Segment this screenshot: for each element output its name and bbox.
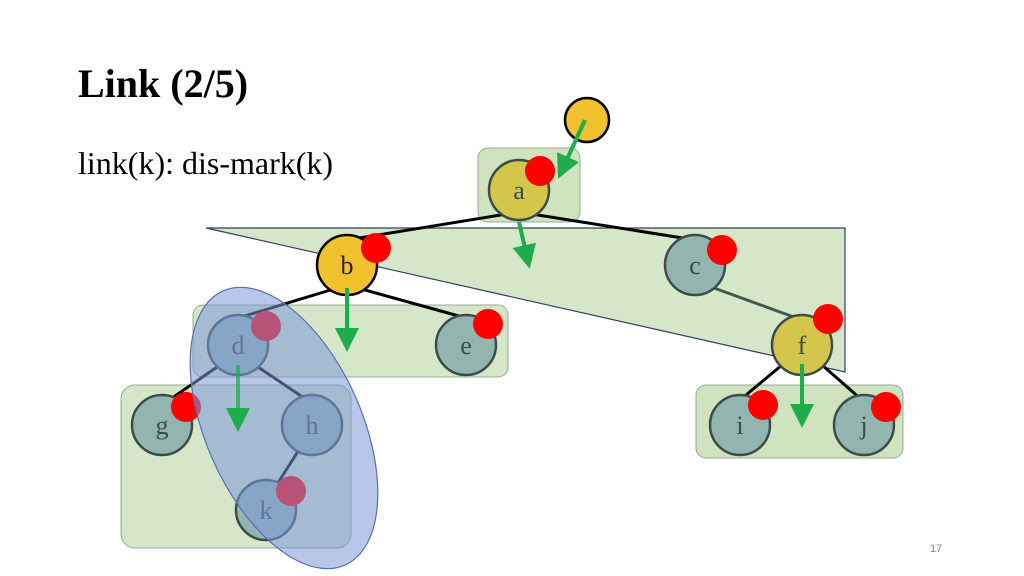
mark-c — [707, 235, 737, 265]
path-highlight-ellipse — [189, 286, 379, 570]
mark-e — [473, 309, 503, 339]
mark-f — [813, 304, 843, 334]
node-g-label: g — [156, 411, 169, 440]
edge-b-e — [346, 283, 467, 320]
node-c-label: c — [689, 251, 701, 280]
slide-subtitle: link(k): dis-mark(k) — [78, 145, 334, 181]
edge-a-c — [518, 210, 696, 242]
node-j-label: j — [859, 411, 867, 440]
edge-f-i — [739, 363, 783, 402]
edge-f-j — [821, 363, 863, 402]
node-i-label: i — [736, 411, 743, 440]
arrow-a-down — [512, 221, 537, 269]
slide-title: Link (2/5) — [78, 61, 249, 106]
mark-a — [525, 156, 555, 186]
node-parent-k — [563, 96, 611, 144]
mark-j — [871, 392, 901, 422]
node-a-label: a — [513, 176, 525, 205]
mark-i — [748, 390, 778, 420]
green-arrows — [226, 119, 814, 432]
mark-b — [361, 233, 391, 263]
node-e-label: e — [460, 331, 472, 360]
node-b-label: b — [341, 251, 354, 280]
arrow-parent-to-a — [557, 119, 587, 179]
edge-c-f — [713, 286, 803, 322]
node-f-label: f — [798, 331, 807, 360]
page-number: 17 — [930, 543, 943, 555]
